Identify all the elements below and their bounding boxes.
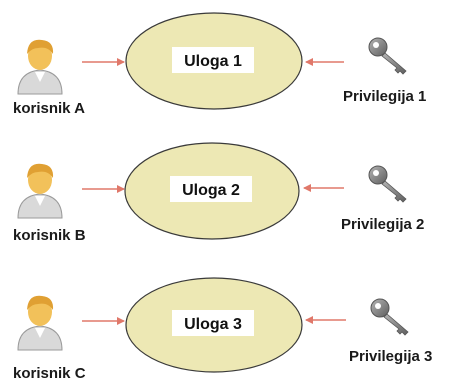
- row-3: korisnik C Uloga 3 Privilegija 3: [13, 277, 432, 381]
- key-icon: [370, 298, 409, 336]
- user-label-c: korisnik C: [13, 365, 86, 381]
- privilege-label-2: Privilegija 2: [341, 216, 424, 233]
- user-icon: [17, 295, 63, 351]
- row-2: korisnik B Uloga 2 Privilegija 2: [13, 142, 424, 244]
- key-icon: [368, 165, 407, 203]
- role-label-2: Uloga 2: [182, 182, 240, 199]
- role-label-3: Uloga 3: [184, 316, 242, 333]
- role-label-1: Uloga 1: [184, 53, 242, 70]
- user-icon: [17, 163, 63, 219]
- user-icon: [17, 39, 63, 95]
- key-icon: [368, 37, 407, 75]
- user-label-a: korisnik A: [13, 100, 85, 117]
- user-label-b: korisnik B: [13, 227, 86, 244]
- privilege-label-1: Privilegija 1: [343, 88, 426, 105]
- row-1: korisnik A Uloga 1 Privilegija 1: [13, 12, 426, 117]
- privilege-label-3: Privilegija 3: [349, 348, 432, 365]
